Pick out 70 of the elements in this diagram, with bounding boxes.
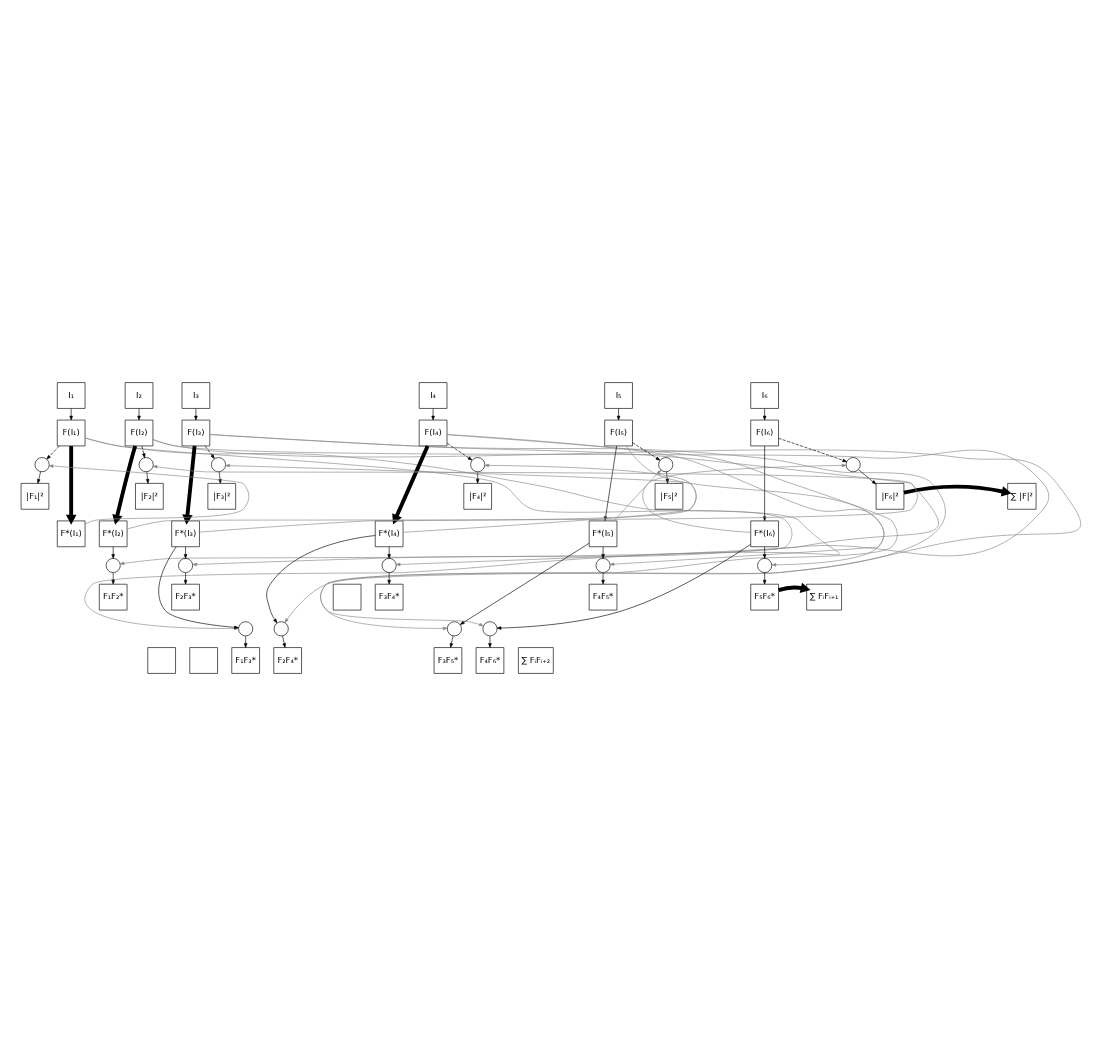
arrow bbox=[762, 545, 767, 558]
arrow bbox=[446, 433, 885, 565]
arrow bbox=[137, 407, 141, 420]
arrow bbox=[182, 444, 197, 524]
arrow bbox=[496, 542, 751, 629]
arrow bbox=[84, 436, 793, 564]
arrow bbox=[642, 462, 847, 532]
arrow bbox=[204, 444, 215, 458]
arrow bbox=[112, 444, 138, 524]
arrow bbox=[387, 571, 391, 584]
arrow bbox=[632, 441, 661, 460]
arrow bbox=[460, 541, 590, 624]
arrow bbox=[488, 634, 492, 647]
arrow bbox=[244, 634, 248, 647]
arrow bbox=[145, 470, 150, 483]
arrow bbox=[446, 441, 473, 460]
arrow bbox=[48, 463, 250, 524]
node-circle bbox=[211, 456, 226, 472]
arrow bbox=[69, 407, 73, 420]
arrow bbox=[46, 444, 60, 459]
arrow bbox=[476, 470, 480, 483]
node-circle bbox=[105, 557, 121, 572]
arrow bbox=[37, 470, 41, 483]
node-circle bbox=[381, 557, 397, 572]
arrow bbox=[152, 438, 1050, 566]
arrow bbox=[601, 545, 605, 558]
node-box bbox=[189, 646, 218, 673]
arrow bbox=[266, 534, 376, 623]
node-circle bbox=[178, 557, 193, 572]
arrow bbox=[778, 581, 811, 592]
node-box bbox=[147, 646, 176, 673]
arrow bbox=[392, 444, 430, 524]
node-circle bbox=[273, 620, 289, 636]
node-circle bbox=[595, 557, 611, 572]
arrow bbox=[613, 469, 662, 521]
arrow bbox=[625, 444, 885, 566]
arrow bbox=[183, 571, 188, 584]
arrow bbox=[762, 444, 767, 520]
arrow bbox=[431, 407, 435, 420]
node-circle bbox=[238, 620, 254, 636]
arrow bbox=[601, 571, 605, 584]
arrow bbox=[320, 433, 898, 626]
node-circle bbox=[482, 620, 498, 636]
arrow bbox=[903, 483, 1012, 496]
arrow bbox=[152, 438, 1081, 622]
node-box bbox=[332, 582, 362, 610]
node-circle bbox=[138, 456, 154, 472]
node-circle bbox=[757, 557, 773, 572]
arrow bbox=[402, 462, 697, 532]
arrow bbox=[282, 634, 286, 647]
arrow bbox=[111, 571, 115, 584]
arrow bbox=[858, 468, 877, 484]
arrow bbox=[65, 445, 77, 524]
arrow bbox=[449, 634, 454, 647]
arrow bbox=[762, 407, 767, 420]
arrow bbox=[126, 464, 918, 529]
node-circle bbox=[447, 620, 462, 636]
arrow bbox=[762, 571, 767, 584]
node-circle bbox=[470, 456, 486, 472]
arrow bbox=[141, 444, 146, 457]
node-circle bbox=[845, 456, 861, 472]
arrow bbox=[616, 407, 621, 420]
arrow bbox=[194, 407, 198, 420]
arrow bbox=[199, 462, 697, 532]
arrow bbox=[183, 545, 188, 558]
arrow bbox=[111, 545, 115, 558]
arrow bbox=[209, 433, 939, 566]
arrow bbox=[218, 470, 222, 483]
arrow bbox=[778, 437, 847, 461]
arrow bbox=[387, 545, 391, 558]
